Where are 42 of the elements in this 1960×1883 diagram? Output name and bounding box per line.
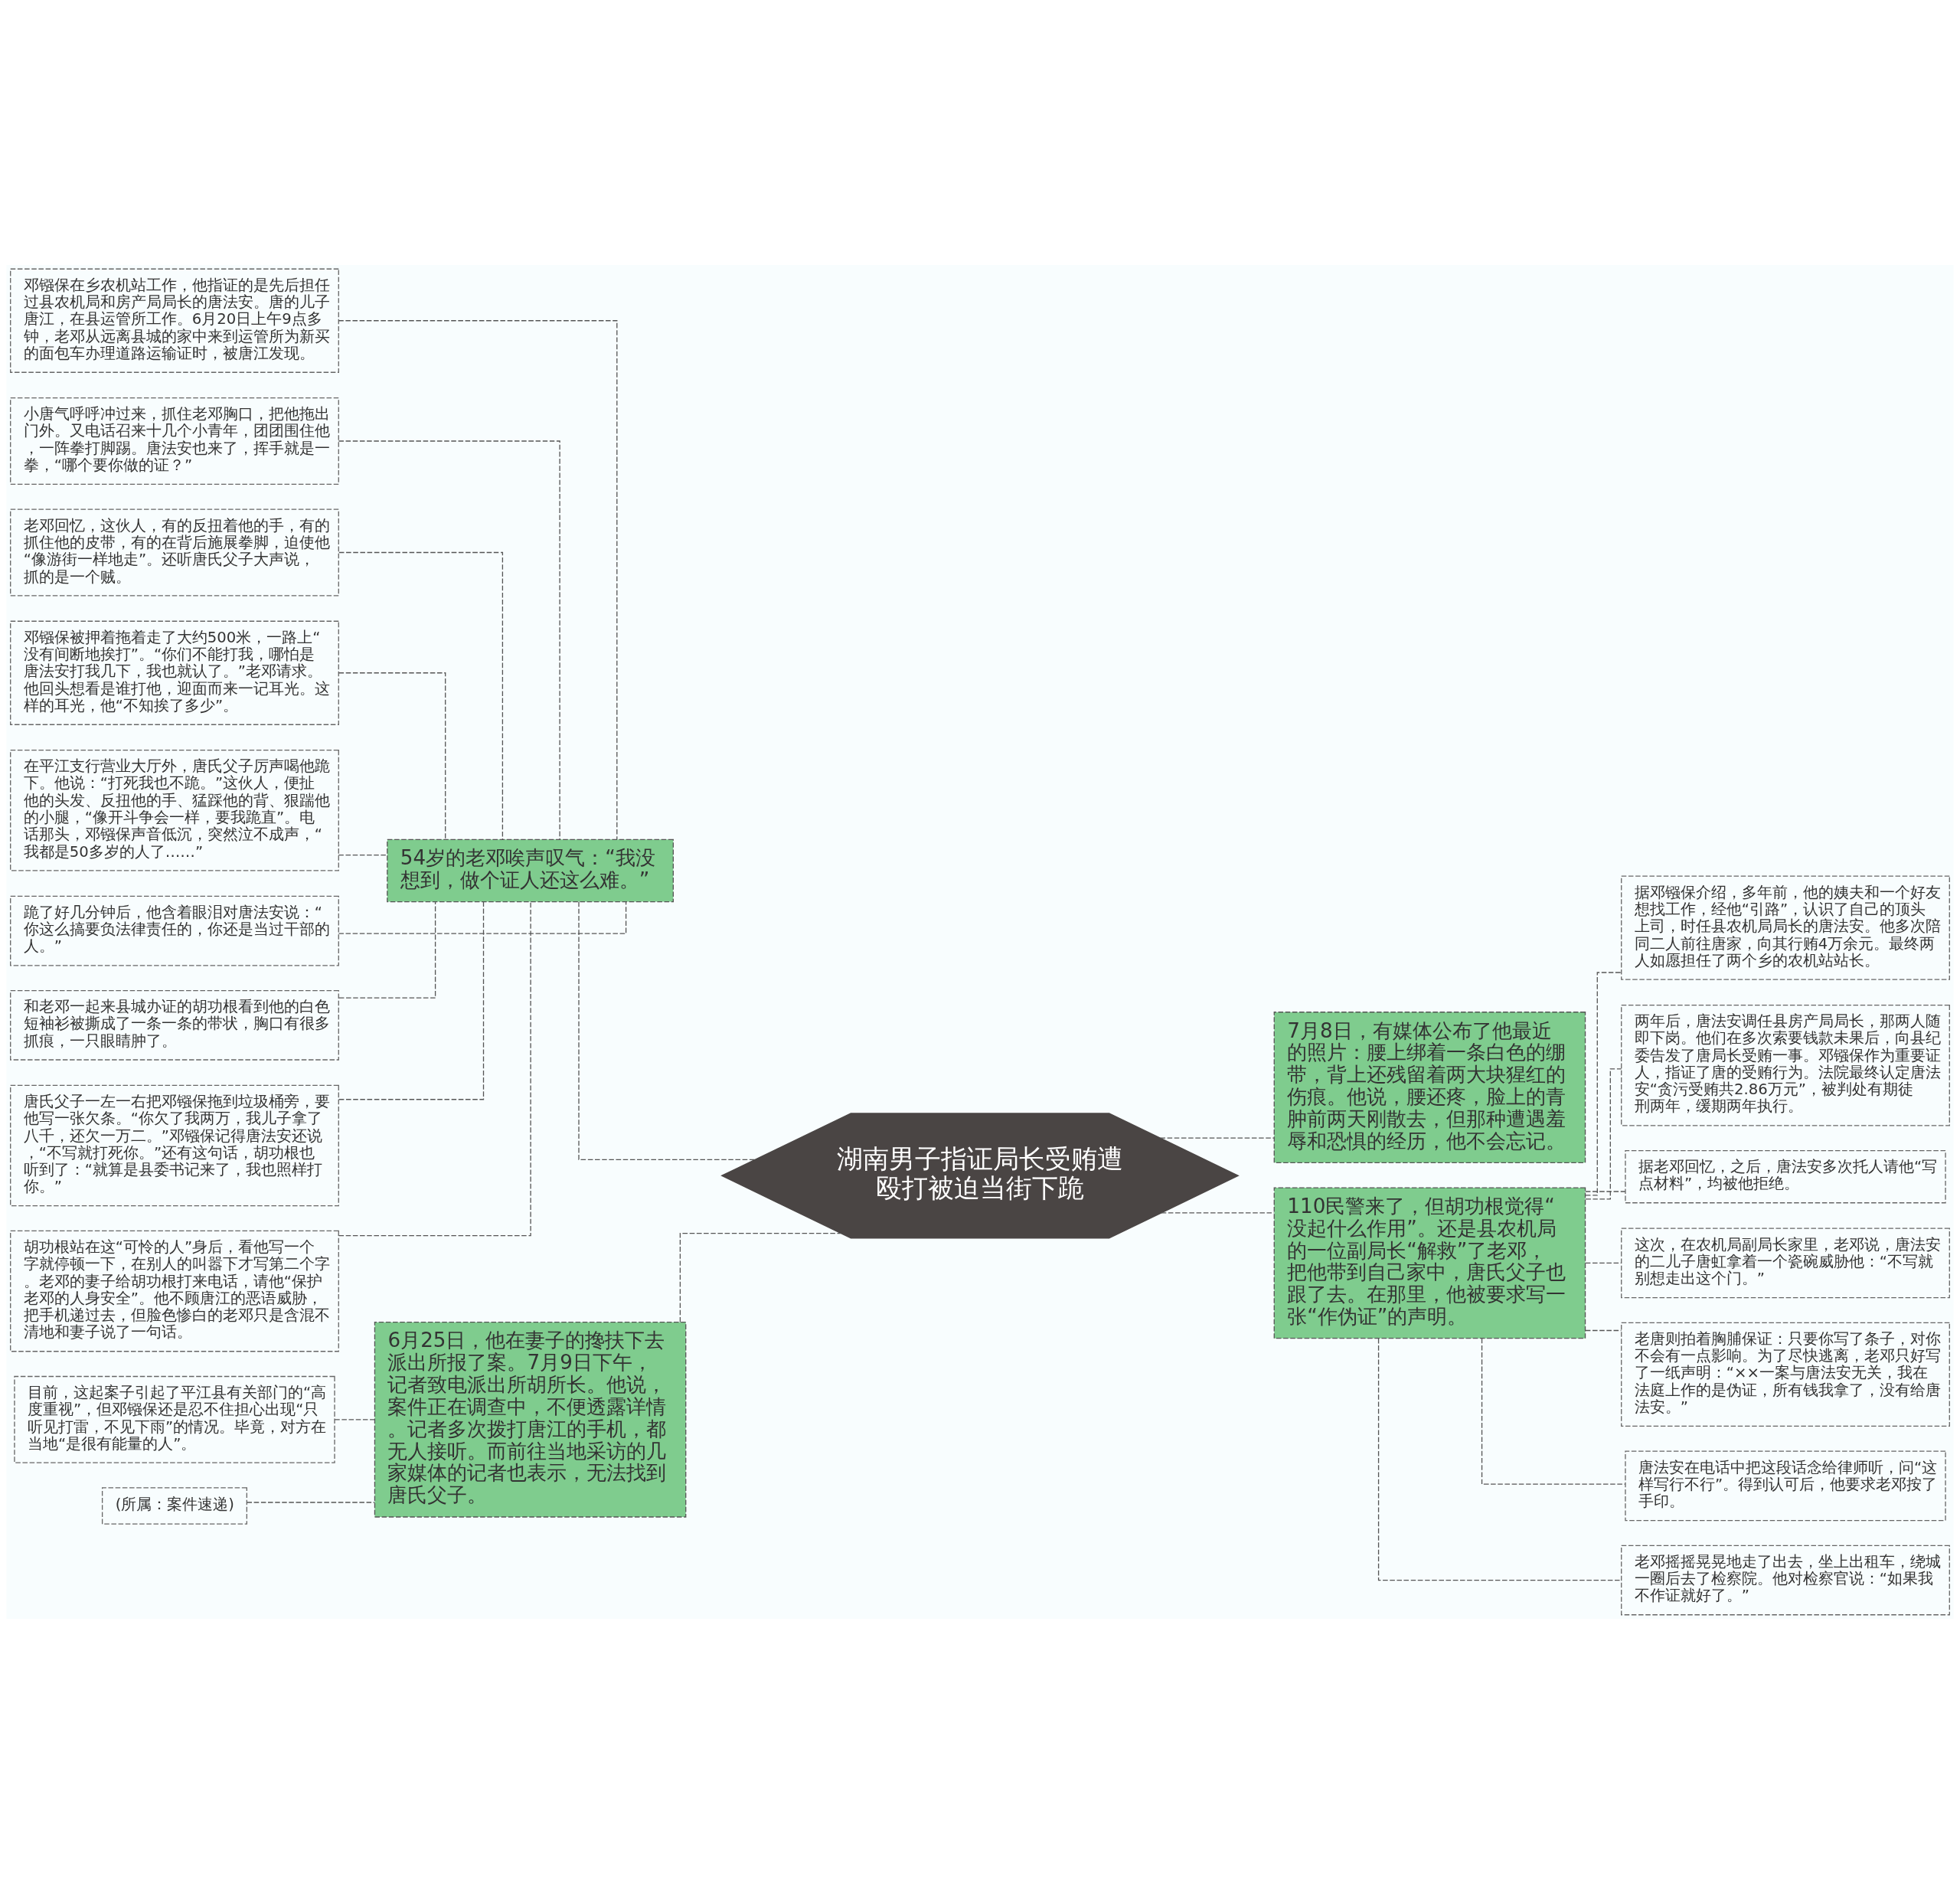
connector (1159, 1137, 1275, 1139)
node-box: 目前，这起案子引起了平江县有关部门的“高度重视”，但邓镪保还是忍不住担心出现“只听见打雷，不见下雨”的情况。毕竟，对方在当地“是很有能量的人”。 (14, 1375, 335, 1463)
node-box: 据邓镪保介绍，多年前，他的姨夫和一个好友想找工作，经他“引路”，认识了自己的顶头上司，时任县农机局局长的唐法安。他多次陪同二人前往唐家，向其行贿4万余元。最终两人如愿担任了两个乡的农机站站长。 (1621, 875, 1950, 980)
node-box: 邓镪保在乡农机站工作，他指证的是先后担任过县农机局和房产局局长的唐法安。唐的儿子唐江，在县运管所工作。6月20日上午9点多钟，老邓从远离县城的家中来到运管所为新买的面包车办理道路运输证时，被唐江发现。 (10, 268, 339, 373)
connector (578, 901, 756, 1160)
node-box: 老邓回忆，这伙人，有的反扭着他的手，有的抓住他的皮带，有的在背后施展拳脚，迫使他“像游街一样地走”。还听唐氏父子大声说，抓的是一个贼。 (10, 508, 339, 596)
node-box: 唐氏父子一左一右把邓镪保拖到垃圾桶旁，要他写一张欠条。“你欠了我两万，我儿子拿了八千，还欠一万二。”邓镪保记得唐法安还说，“不写就打死你。”还有这句话，胡功根也听到了：“就算是县委书记来了，我也照样打你。” (10, 1084, 339, 1206)
node-box: (所属：案件速递) (101, 1486, 247, 1525)
connector (1481, 1337, 1626, 1485)
node-box: 老唐则拍着胸脯保证：只要你写了条子，对你不会有一点影响。为了尽快逃离，老邓只好写了一纸声明：“××一案与唐法安无关，我在法庭上作的是伪证，所有钱我拿了，没有给唐法安。” (1621, 1322, 1950, 1427)
node-box: 110民警来了，但胡功根觉得“没起什么作用”。还是县农机局的一位副局长“解救”了老邓，把他带到自己家中，唐氏父子也跟了去。在那里，他被要求写一张“作伪证”的声明。 (1273, 1186, 1586, 1339)
connector (1585, 1262, 1622, 1264)
connector (338, 672, 446, 840)
connector (334, 1418, 375, 1420)
node-box: 胡功根站在这“可怜的人”身后，看他写一个字就停顿一下，在别人的叫嚣下才写第二个字。老邓的妻子给胡功根打来电话，请他“保护老邓的人身安全”。他不顾唐江的恶语威胁，把手机递过去，但脸色惨白的老邓只是含混不清地和妻子说了一句话。 (10, 1230, 339, 1352)
connector (338, 440, 560, 840)
node-box: 这次，在农机局副局长家里，老邓说，唐法安的二儿子唐虹拿着一个瓷碗威胁他：“不写就别想走出这个门。” (1621, 1228, 1950, 1298)
node-box: 据老邓回忆，之后，唐法安多次托人请他“写点材料”，均被他拒绝。 (1625, 1149, 1946, 1203)
node-box: 唐法安在电话中把这段话念给律师听，问“这样写行不行”。得到认可后，他要求老邓按了手印。 (1625, 1450, 1946, 1521)
connector (338, 901, 627, 934)
connector (246, 1501, 375, 1503)
connector (338, 551, 504, 840)
connector (338, 854, 388, 855)
node-box: 在平江支行营业大厅外，唐氏父子厉声喝他跪下。他说：“打死我也不跪。”这伙人，便扯他的头发、反扭他的手、猛踩他的背、狠踹他的小腿，“像开斗争会一样，要我跪直”。电话那头，邓镪保声音低沉，突然泣不成声，“我都是50多岁的人了……” (10, 749, 339, 871)
node-box: 54岁的老邓唉声叹气：“我没想到，做个证人还这么难。” (387, 839, 674, 902)
node-box: 和老邓一起来县城办证的胡功根看到他的白色短袖衫被撕成了一条一条的带状，胸口有很多抓痕，一只眼睛肿了。 (10, 989, 339, 1061)
node-box: 跪了好几分钟后，他含着眼泪对唐法安说：“你这么搞要负法律责任的，你还是当过干部的人。” (10, 895, 339, 966)
node-box: 邓镪保被押着拖着走了大约500米，一路上“没有间断地挨打”。“你们不能打我，哪怕是唐法安打我几下，我也就认了。”老邓请求。他回头想看是谁打他，迎面而来一记耳光。这样的耳光，他“不知挨了多少”。 (10, 620, 339, 725)
node-box: 7月8日，有媒体公布了他最近的照片：腰上绑着一条白色的绷带，背上还残留着两大块猩红的伤痕。他说，腰还疼，脸上的青肿前两天刚散去，但那种遭遇羞辱和恐惧的经历，他不会忘记。 (1273, 1011, 1586, 1163)
node-box: 两年后，唐法安调任县房产局局长，那两人随即下岗。他们在多次索要钱款未果后，向县纪委告发了唐局长受贿一事。邓镪保作为重要证人，指证了唐的受贿行为。法院最终认定唐法安“贪污受贿共2.86万元”，被判处有期徒刑两年，缓期两年执行。 (1621, 1004, 1950, 1126)
connector (338, 901, 436, 999)
node-box: 老邓摇摇晃晃地走了出去，坐上出租车，绕城一圈后去了检察院。他对检察官说：“如果我不作证就好了。” (1621, 1545, 1950, 1615)
connector (679, 1232, 841, 1322)
connector (338, 901, 485, 1100)
node-box: 小唐气呼呼冲过来，抓住老邓胸口，把他拖出门外。又电话召来十几个小青年，团团围住他，一阵拳打脚踢。唐法安也来了，挥手就是一拳，“哪个要你做的证？” (10, 397, 339, 485)
connector (338, 319, 618, 840)
connector (338, 901, 531, 1236)
node-box: 6月25日，他在妻子的搀扶下去派出所报了案。7月9日下午，记者致电派出所胡所长。他说，案件正在调查中，不便透露详情。记者多次拨打唐江的手机，都无人接听。而前往当地采访的几家媒体的记者也表示，无法找到唐氏父子。 (374, 1321, 687, 1518)
connector (1585, 1329, 1622, 1331)
connector (1377, 1337, 1622, 1581)
connector (1585, 1067, 1622, 1199)
connector (1585, 1190, 1626, 1192)
